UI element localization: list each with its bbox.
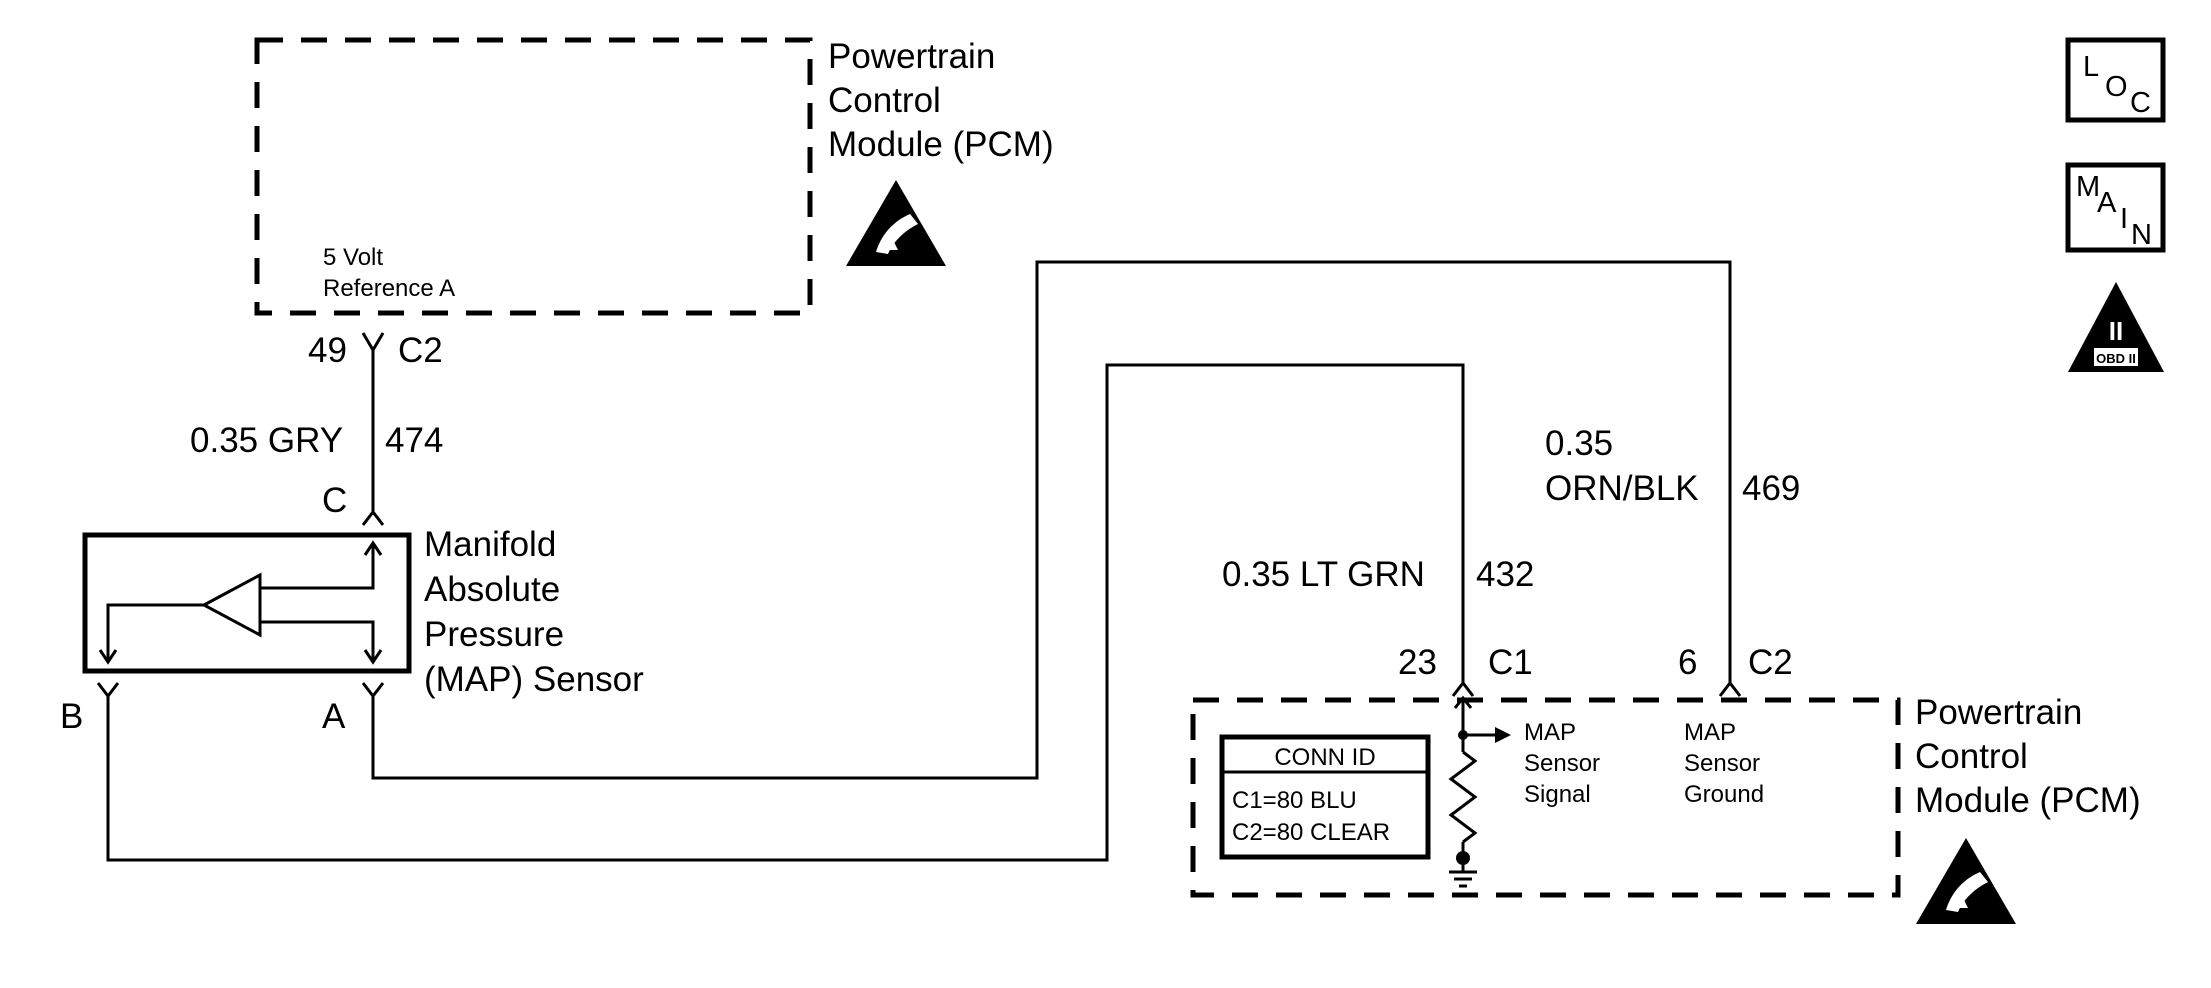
wire-432-labels: 0.35 LT GRN 432 (1222, 555, 1534, 594)
connector-c2-bottom-label: C2 (1748, 643, 1793, 682)
main-letter-i: I (2120, 203, 2128, 235)
pcm-bottom-module: 23 C1 6 C2 Powertrain Control Module (PC… (1190, 643, 2141, 924)
signal-label-line3: Signal (1524, 781, 1591, 808)
pcm-top-circuit-line1: 5 Volt (323, 244, 383, 271)
map-terminal-b-label: B (60, 697, 83, 736)
signal-circuit (1448, 695, 1511, 888)
obd-ii-numeral: II (2109, 316, 2123, 346)
pcm-top-title-line3: Module (PCM) (828, 125, 1054, 164)
pcm-bottom-dashed-outline (1190, 697, 1901, 898)
map-terminal-a-label: A (322, 697, 346, 736)
pcm-top-title-line2: Control (828, 81, 941, 120)
signal-label-line1: MAP (1524, 719, 1576, 746)
esd-warning-icon-bottom (1916, 838, 2016, 924)
wire-432-route (106, 363, 1465, 862)
ground-label-line2: Sensor (1684, 750, 1760, 777)
wire-469-circuit: 469 (1742, 469, 1800, 508)
pin-49-label: 49 (308, 331, 347, 370)
pcm-bottom-title-line3: Module (PCM) (1915, 781, 2141, 820)
pcm-top-circuit-line2: Reference A (323, 275, 455, 302)
wire-469-color: ORN/BLK (1545, 469, 1699, 508)
conn-id-row-c2: C2=80 CLEAR (1232, 819, 1390, 846)
main-letter-a: A (2097, 187, 2117, 219)
pull-down-resistor (1448, 750, 1478, 844)
map-sensor: C B A Manifold Absolute Pressure (MAP) S… (60, 481, 644, 736)
pin-6-label: 6 (1678, 643, 1697, 682)
map-sensor-name-line2: Absolute (424, 570, 560, 609)
wire-474-circuit: 474 (385, 421, 443, 460)
pcm-top-dashed-outline (254, 37, 813, 316)
ground-label-line3: Ground (1684, 781, 1764, 808)
pcm-bottom-title-line1: Powertrain (1915, 693, 2082, 732)
pcm-bottom-title-line2: Control (1915, 737, 2028, 776)
loc-letter-l: L (2083, 51, 2099, 83)
wire-469-gauge: 0.35 (1545, 424, 1613, 463)
obd-ii-label: OBD II (2096, 351, 2136, 366)
ground-icon (1449, 865, 1477, 888)
esd-warning-icon (846, 180, 946, 266)
conn-id-box: CONN ID C1=80 BLU C2=80 CLEAR (1219, 734, 1431, 860)
wire-474-gauge-color: 0.35 GRY (190, 421, 343, 460)
wire-469-route (371, 260, 1732, 780)
connector-c1-label: C1 (1488, 643, 1533, 682)
ground-label-line1: MAP (1684, 719, 1736, 746)
map-sensor-body (82, 532, 412, 674)
main-badge: M A I N (2065, 162, 2166, 253)
wire-469-labels: 0.35 ORN/BLK 469 (1545, 424, 1800, 508)
conn-id-row-c1: C1=80 BLU (1232, 787, 1357, 814)
wire-474: 0.35 GRY 474 (190, 350, 443, 515)
signal-arrow-icon (1495, 727, 1511, 743)
map-sensor-name-line3: Pressure (424, 615, 564, 654)
pin-23-label: 23 (1398, 643, 1437, 682)
pcm-top-module: Powertrain Control Module (PCM) 5 Volt R… (254, 37, 1054, 316)
main-letter-m: M (2076, 171, 2100, 203)
loc-badge: L O C (2065, 37, 2166, 123)
loc-letter-c: C (2130, 87, 2151, 119)
map-terminal-c-label: C (322, 481, 347, 520)
obd-ii-badge: II OBD II (2068, 282, 2164, 372)
loc-letter-o: O (2105, 71, 2128, 103)
connector-c2-top-label: C2 (398, 331, 443, 370)
connector-pcm-top-c2: 49 C2 (308, 331, 443, 370)
wire-432-gauge-color: 0.35 LT GRN (1222, 555, 1425, 594)
pcm-top-title-line1: Powertrain (828, 37, 995, 76)
conn-id-title: CONN ID (1274, 744, 1375, 771)
map-sensor-name-line1: Manifold (424, 525, 556, 564)
amplifier-symbol (200, 572, 262, 638)
wire-432-circuit: 432 (1476, 555, 1534, 594)
map-sensor-name-line4: (MAP) Sensor (424, 660, 644, 699)
main-letter-n: N (2131, 219, 2152, 251)
signal-label-line2: Sensor (1524, 750, 1600, 777)
